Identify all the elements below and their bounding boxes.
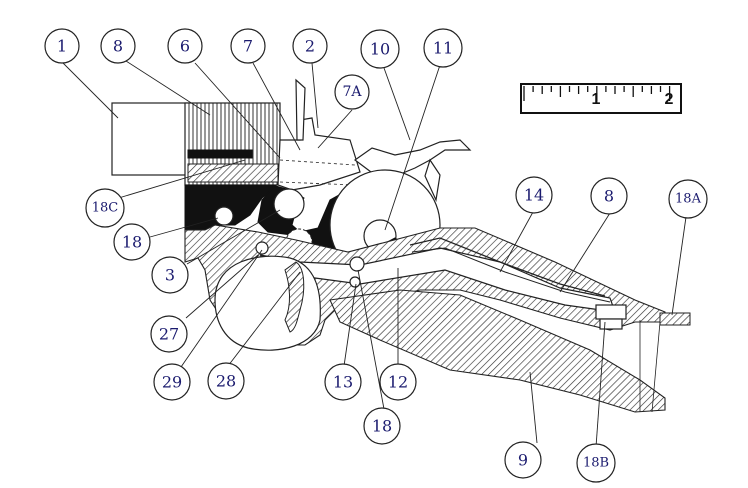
barrel — [111, 102, 191, 176]
callout-label: 18B — [583, 456, 609, 471]
callout-label: 11 — [433, 39, 453, 58]
callout-label: 2 — [305, 37, 315, 56]
callout-label: 6 — [180, 37, 190, 56]
callout-label: 8 — [604, 187, 614, 206]
callout-label: 18C — [92, 201, 119, 216]
leader-lines — [61, 60, 687, 448]
callout-13: 13 — [324, 363, 362, 401]
callout-28: 28 — [207, 362, 245, 400]
pins — [255, 241, 365, 288]
callout-label: 10 — [370, 40, 390, 59]
callout-label: 3 — [165, 266, 175, 285]
callout-12: 12 — [379, 363, 417, 401]
callout-9: 9 — [504, 441, 542, 479]
callout-29: 29 — [153, 363, 191, 401]
ruler-mark-2: 2 — [665, 91, 674, 108]
callout-18-left: 18 — [113, 223, 151, 261]
callout-label: 28 — [216, 372, 236, 391]
callout-18B: 18B — [576, 443, 616, 483]
callout-label: 18A — [675, 192, 702, 207]
callout-label: 8 — [113, 37, 123, 56]
callout-label: 12 — [388, 373, 408, 392]
callout-8-right: 8 — [590, 177, 628, 215]
frame-body-shaded — [184, 184, 373, 253]
callout-18-bottom: 18 — [363, 407, 401, 445]
callout-label: 18 — [372, 417, 392, 436]
callout-label: 29 — [162, 373, 182, 392]
callout-18C: 18C — [85, 188, 125, 228]
mainspring — [409, 237, 691, 330]
callout-14: 14 — [515, 176, 553, 214]
callout-label: 1 — [57, 37, 67, 56]
scale-ruler: 1 2 — [520, 83, 682, 114]
hammer-spur — [295, 78, 306, 141]
callout-label: 7 — [243, 37, 253, 56]
callout-1: 1 — [44, 28, 80, 64]
callout-label: 9 — [518, 451, 528, 470]
callout-27: 27 — [150, 315, 188, 353]
callout-7: 7 — [230, 28, 266, 64]
callout-label: 18 — [122, 233, 142, 252]
callout-6: 6 — [167, 28, 203, 64]
cylinder — [184, 102, 281, 186]
callout-2: 2 — [292, 28, 328, 64]
callout-3: 3 — [151, 256, 189, 294]
callout-8-top: 8 — [100, 28, 136, 64]
callout-7A: 7A — [334, 74, 370, 110]
handle-grip — [329, 289, 666, 413]
frame — [277, 78, 361, 191]
trigger-guard — [214, 255, 321, 351]
callout-18A: 18A — [668, 179, 708, 219]
callout-label: 14 — [524, 186, 544, 205]
callout-label: 13 — [333, 373, 353, 392]
callout-11: 11 — [423, 28, 463, 68]
callout-label: 27 — [159, 325, 179, 344]
callout-10: 10 — [360, 29, 400, 69]
ruler-mark-1: 1 — [592, 91, 601, 108]
callout-label: 7A — [342, 84, 362, 100]
